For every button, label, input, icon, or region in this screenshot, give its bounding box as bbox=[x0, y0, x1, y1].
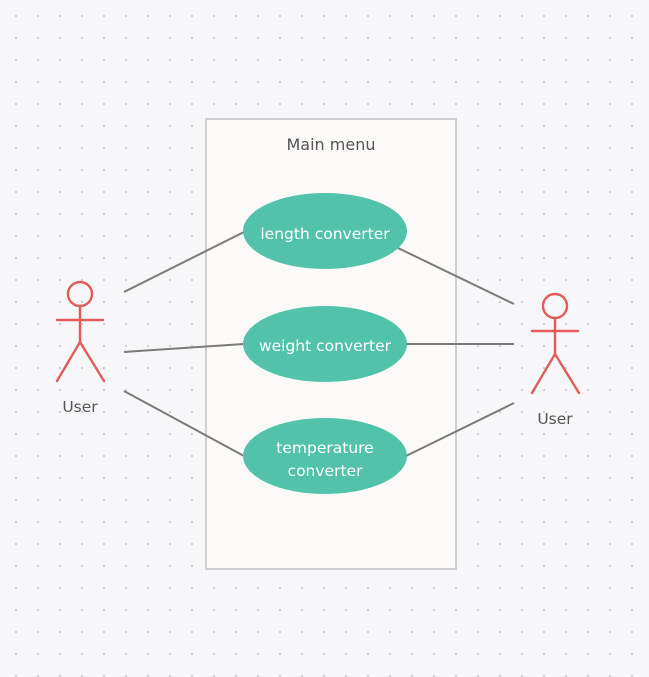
actor-left-user-label: User bbox=[62, 398, 98, 416]
use-case-temperature-ellipse[interactable] bbox=[243, 418, 407, 494]
use-case-length[interactable]: length converter bbox=[243, 193, 407, 269]
use-case-temperature-label-line2: converter bbox=[288, 462, 364, 480]
association-lines bbox=[123, 230, 515, 457]
association-right-user-length[interactable] bbox=[397, 247, 515, 305]
actor-left-user-icon bbox=[55, 280, 106, 383]
actor-left-user[interactable]: User bbox=[55, 280, 106, 416]
system-boundary-title: Main menu bbox=[287, 135, 376, 154]
use-case-weight[interactable]: weight converter bbox=[243, 306, 407, 382]
use-case-length-label: length converter bbox=[260, 225, 390, 243]
actor-right-user-label: User bbox=[537, 410, 573, 428]
association-right-user-temperature[interactable] bbox=[405, 402, 515, 457]
use-case-weight-ellipse[interactable] bbox=[243, 306, 407, 382]
actor-right-user[interactable]: User bbox=[530, 292, 581, 428]
use-case-length-ellipse[interactable] bbox=[243, 193, 407, 269]
use-case-temperature-label-line1: temperature bbox=[276, 439, 373, 457]
association-left-user-length[interactable] bbox=[123, 230, 247, 293]
use-case-weight-label: weight converter bbox=[259, 337, 392, 355]
association-left-user-weight[interactable] bbox=[123, 343, 245, 353]
use-case-temperature[interactable]: temperature converter bbox=[243, 418, 407, 494]
actor-right-user-icon bbox=[530, 292, 581, 395]
association-left-user-temperature[interactable] bbox=[123, 390, 245, 457]
